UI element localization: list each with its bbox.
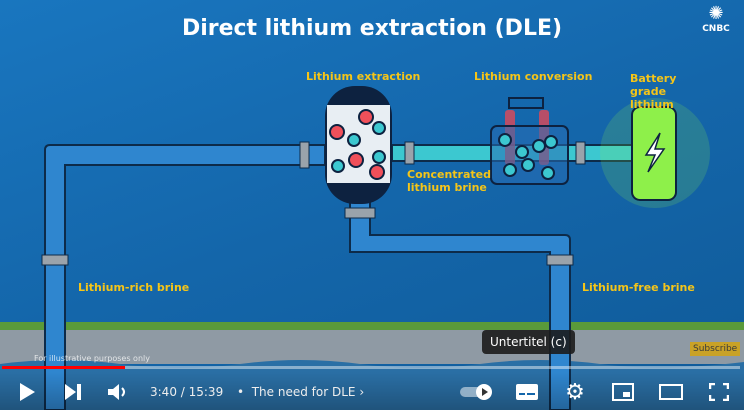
subscribe-watermark[interactable]: Subscribe [690, 342, 741, 356]
label-free: Lithium-free brine [582, 281, 695, 294]
time-display: 3:40 / 15:39 [150, 385, 224, 399]
autoplay-toggle[interactable] [458, 380, 494, 404]
label-rich: Lithium-rich brine [78, 281, 190, 294]
label-battery: Battery grade lithium [630, 72, 677, 111]
subtitles-icon [516, 384, 538, 400]
settings-icon: ⚙ [565, 379, 585, 405]
cnbc-logo: ✺ CNBC [694, 3, 738, 35]
chapter-button[interactable]: • The need for DLE › [237, 385, 364, 399]
tooltip: Untertitel (c) [482, 330, 575, 354]
play-icon [20, 383, 35, 401]
theater-icon [659, 384, 683, 400]
separator: • [237, 385, 245, 399]
theater-button[interactable] [658, 380, 684, 404]
cnbc-logo-text: CNBC [702, 24, 730, 34]
disclaimer: For illustrative purposes only [34, 354, 150, 363]
label-conversion: Lithium conversion [474, 70, 593, 83]
miniplayer-button[interactable] [610, 380, 636, 404]
control-bar: 3:40 / 15:39 • The need for DLE › ⚙ [0, 372, 744, 410]
video-title-overlay: Direct lithium extraction (DLE) [181, 16, 563, 41]
progress-played [2, 366, 125, 369]
subtitles-button[interactable] [514, 380, 540, 404]
next-button[interactable] [60, 380, 86, 404]
fullscreen-button[interactable] [706, 380, 732, 404]
miniplayer-icon [612, 383, 634, 401]
volume-button[interactable] [106, 380, 132, 404]
chevron-right-icon: › [359, 385, 365, 399]
next-icon [65, 384, 81, 400]
label-extraction: Lithium extraction [306, 70, 421, 83]
peacock-icon: ✺ [708, 3, 724, 24]
progress-bar[interactable] [2, 366, 740, 369]
label-concentrated: Concentrated lithium brine [407, 168, 491, 194]
fullscreen-icon [709, 383, 729, 401]
volume-icon [108, 384, 125, 400]
settings-button[interactable]: ⚙ [562, 379, 588, 405]
chapter-title: The need for DLE [251, 385, 356, 399]
play-button[interactable] [14, 380, 40, 404]
